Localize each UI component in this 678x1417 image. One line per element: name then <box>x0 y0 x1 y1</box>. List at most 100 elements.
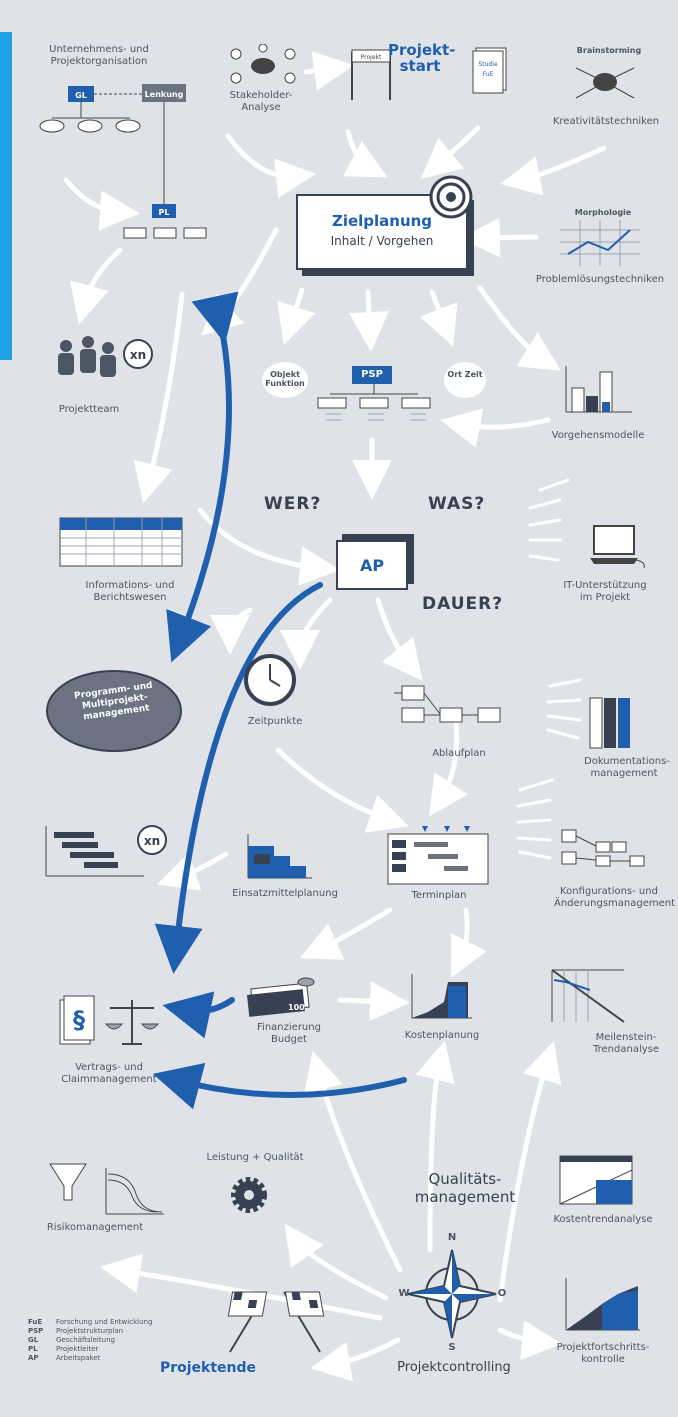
it-label: IT-Unterstützung im Projekt <box>563 580 647 603</box>
arrow-termin-kosten <box>451 907 487 978</box>
compass-w: W <box>398 1288 410 1299</box>
was-label: WAS? <box>428 494 486 514</box>
arrow-top-ziel-2 <box>342 129 388 178</box>
risiko-label: Risikomanagement <box>46 1222 144 1233</box>
fortschritt-chart-icon <box>565 1278 640 1331</box>
leistung-label: Leistung + Qualität <box>206 1152 304 1163</box>
xn-text-team: xn <box>130 348 146 362</box>
study-document-icon: Studie FuE <box>472 47 507 94</box>
arrow-termin-fin <box>299 907 393 960</box>
legend: FuE Forschung und Entwicklung PSP Projekts… <box>28 1318 152 1363</box>
ortzeit-bubble: Ort Zeit <box>444 362 486 398</box>
morphologie-label: Morphologie <box>574 208 632 217</box>
gl-text: GL <box>75 91 87 100</box>
compass-o: O <box>497 1288 507 1299</box>
compass-s: S <box>448 1342 456 1353</box>
legend-text: Projektstrukturplan <box>56 1327 124 1335</box>
arrow-ziel-psp-2 <box>349 289 389 352</box>
arrow-kreativ-ziel <box>500 145 607 196</box>
arrow-org-pl <box>63 177 140 231</box>
kosten-label: Kostenplanung <box>404 1030 480 1041</box>
meilenstein-chart-icon <box>551 969 625 1023</box>
lenkung-text: Lenkung <box>145 90 184 99</box>
terminplan-icon <box>387 826 489 885</box>
arrow-ctrl-fort <box>497 1320 562 1361</box>
ap-box: AP <box>336 540 408 590</box>
konfig-burst <box>516 778 554 860</box>
target-icon <box>429 175 473 219</box>
finish-flags-icon <box>227 1291 325 1353</box>
laptop-icon <box>590 525 645 569</box>
gear-icon <box>231 1177 267 1213</box>
projektstart-label: Projekt- start <box>388 41 456 75</box>
stakeholder-label: Stakeholder-Analyse <box>229 90 293 113</box>
vorgehensmodelle-label: Vorgehensmodelle <box>551 430 645 441</box>
objekt-label: Objekt Funktion <box>265 370 305 388</box>
vertrag-label: Vertrags- und Claimmanagement <box>61 1062 157 1085</box>
zielplanung-subtitle: Inhalt / Vorgehen <box>330 234 434 248</box>
arrow-fin-kosten <box>337 981 410 1022</box>
arrow-ziel-vorg <box>477 285 561 371</box>
blue-arrow-ap-vertrag <box>154 582 323 974</box>
compass-icon <box>407 1249 497 1339</box>
programm-label: Programm- und Multiprojekt- management <box>73 680 154 723</box>
brainstorming-label: Brainstorming <box>576 46 642 55</box>
money-icon: 100 <box>247 977 315 1017</box>
arrow-ctrl-finanz <box>304 1050 403 1273</box>
vertrag-icon: § <box>59 995 160 1045</box>
konfig-label: Konfigurations- und Änderungsmanagement <box>554 886 676 909</box>
kostentrend-label: Kostentrendanalyse <box>553 1214 653 1225</box>
morphology-grid-icon <box>560 220 640 266</box>
legend-row: FuE Forschung und Entwicklung <box>28 1318 152 1327</box>
terminplan-label: Terminplan <box>411 890 467 901</box>
programm-ellipse: Programm- und Multiprojekt- management <box>46 670 182 752</box>
legend-key: GL <box>28 1336 39 1344</box>
finanz-label: Finanzierung Budget <box>257 1022 321 1045</box>
ablaufplan-network-icon <box>394 685 501 723</box>
legend-key: FuE <box>28 1318 43 1326</box>
objekt-bubble: Objekt Funktion <box>262 362 308 398</box>
doku-burst <box>546 678 582 740</box>
pl-text: PL <box>159 208 170 217</box>
team-people-icon <box>58 336 116 377</box>
legend-key: PSP <box>28 1327 44 1335</box>
arrow-top-ziel-3 <box>420 125 481 179</box>
brainstorming-icon <box>575 67 635 99</box>
projektende-label: Projektende <box>159 1360 257 1376</box>
gantt-icon <box>45 826 144 877</box>
qualitaet-label: Qualitäts- management <box>414 1170 516 1206</box>
wer-label: WER? <box>264 494 322 514</box>
arrow-ap-left <box>280 597 333 670</box>
start-flag-icon: Projekt <box>351 49 391 100</box>
legend-key: AP <box>28 1354 39 1362</box>
fortschritt-label: Projektfortschritts- kontrolle <box>556 1342 650 1365</box>
info-table-icon <box>59 517 183 567</box>
problem-label: Problemlösungstechniken <box>535 274 665 285</box>
einsatz-chart-icon <box>247 834 312 879</box>
legend-text: Forschung und Entwicklung <box>56 1318 153 1326</box>
org-label: Unternehmens- und Projektorganisation <box>49 44 149 67</box>
arrow-ap-zeit <box>210 607 253 655</box>
zielplanung-title: Zielplanung <box>331 212 433 230</box>
arrow-stakeholder-start <box>303 51 354 91</box>
arrow-pl-team <box>69 247 123 325</box>
org-chart-icon: GL Lenkung PL <box>39 84 207 239</box>
money-text: 100 <box>288 1003 305 1012</box>
blue-arrow-kosten-vertrag <box>152 1062 407 1110</box>
arrow-ablauf-termin <box>428 717 468 817</box>
meilenstein-label: Meilenstein- Trendanalyse <box>592 1032 660 1055</box>
arrow-ap-ablauf <box>375 597 423 681</box>
arrow-vorg-psp <box>440 408 551 448</box>
einsatz-label: Einsatzmittelplanung <box>232 888 338 899</box>
arrow-zeit-termin <box>275 747 409 833</box>
arrow-ctrl-meilenstein <box>497 1040 562 1303</box>
zeitpunkte-label: Zeitpunkte <box>247 716 303 727</box>
doku-label: Dokumentations- management <box>584 756 670 779</box>
arrow-ziel-psp-1 <box>277 287 316 345</box>
arrow-ziel-psp-3 <box>420 289 458 347</box>
paragraph-icon: § <box>73 1006 85 1034</box>
